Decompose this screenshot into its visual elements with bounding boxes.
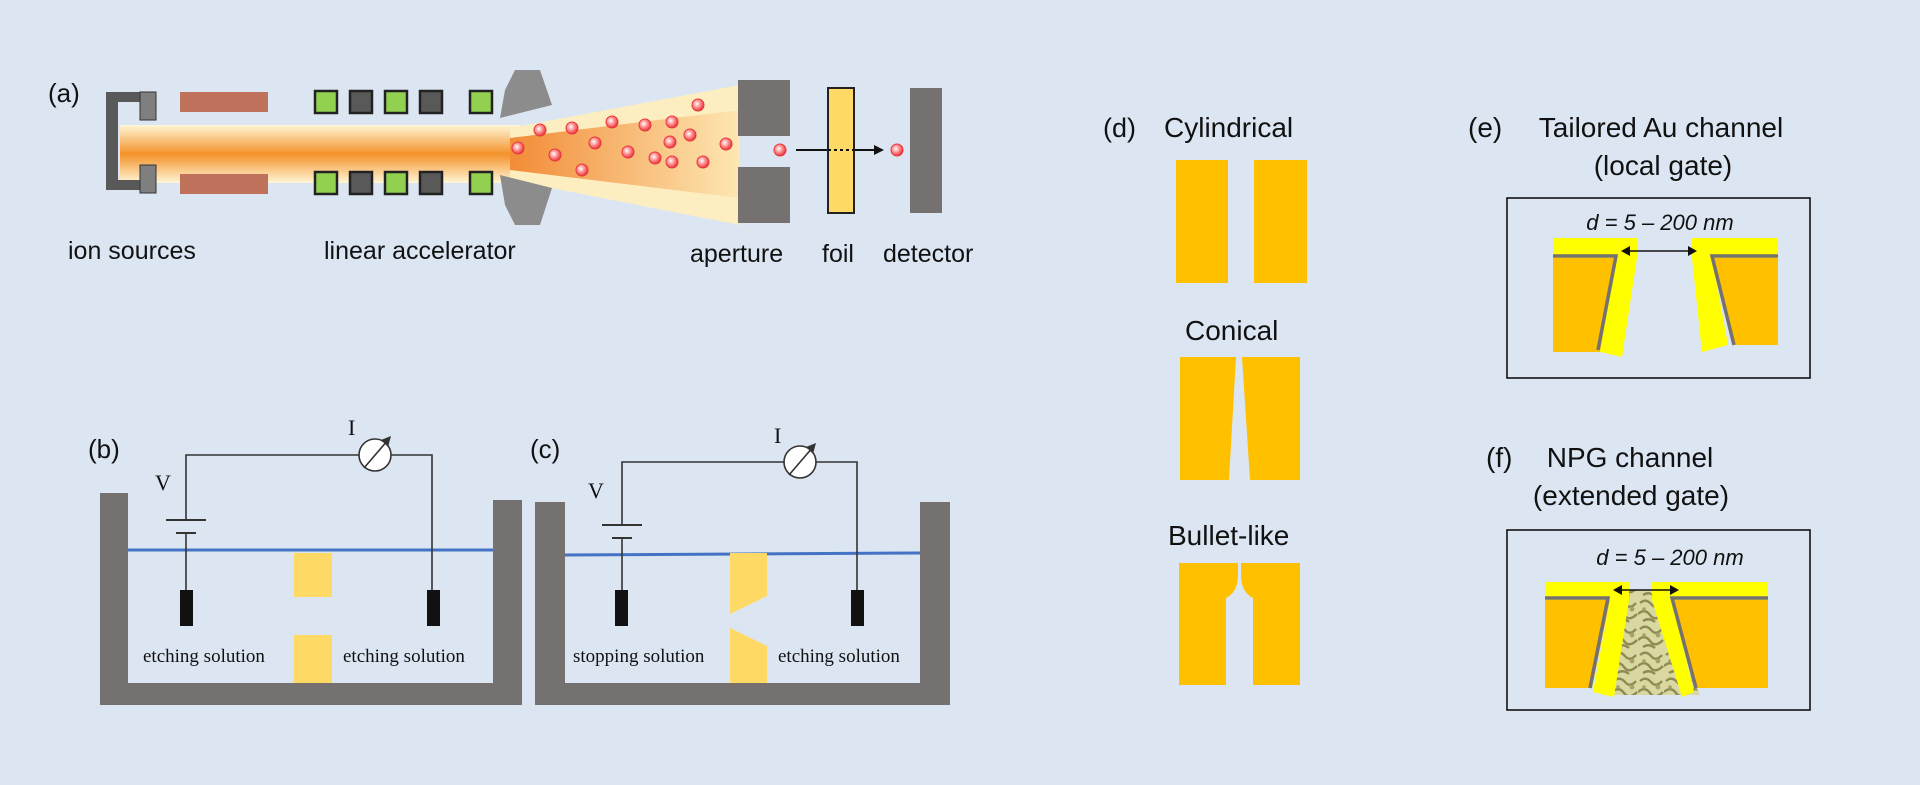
current-label-b: I [348, 415, 355, 440]
transmitted-ion [773, 143, 787, 157]
au-layer-top-left-e [1553, 238, 1637, 258]
detected-ion [890, 143, 904, 157]
conical-pore-right [1242, 357, 1300, 480]
focusing-lens-top [500, 70, 552, 118]
dimension-label-e: d = 5 – 200 nm [1586, 210, 1733, 235]
panel-b: (b) V I etching solution etching solutio… [88, 415, 522, 705]
membrane-bottom-c [730, 628, 767, 683]
panel-e-title-line2: (local gate) [1594, 150, 1733, 181]
copper-coil-top [180, 92, 268, 112]
membrane-bottom-b [294, 635, 332, 683]
cylindrical-pore-right [1254, 160, 1307, 283]
ions [511, 98, 733, 177]
voltage-label-c: V [588, 478, 604, 503]
panel-d: (d) Cylindrical Conical Bullet-like [1103, 112, 1307, 685]
panel-f-title-line2: (extended gate) [1533, 480, 1729, 511]
panel-c-tag: (c) [530, 434, 560, 464]
focusing-lens-bottom [500, 175, 552, 225]
panel-f-title-line1: NPG channel [1547, 442, 1714, 473]
channel-wall-right-e [1710, 258, 1778, 345]
panel-b-tag: (b) [88, 434, 120, 464]
right-solution-label-b: etching solution [343, 646, 465, 667]
au-layer-top-left-f [1545, 582, 1629, 600]
foil-label: foil [822, 240, 854, 268]
aperture-bottom [738, 167, 790, 223]
au-layer-wall-left-e [1600, 258, 1637, 357]
cylindrical-pore-left [1176, 160, 1228, 283]
channel-wall-right-f [1673, 600, 1768, 688]
au-layer-top-right-f [1652, 582, 1768, 600]
electrode-right-c [851, 590, 864, 626]
accelerator-electrodes [313, 89, 494, 196]
detector [910, 88, 942, 213]
conical-pore-left [1180, 357, 1236, 480]
au-layer-wall-left-f [1593, 600, 1629, 697]
electrode-left-b [180, 590, 193, 626]
tank-b [100, 493, 522, 705]
electrode-right-b [427, 590, 440, 626]
bullet-pore-right [1241, 563, 1300, 685]
panel-a: (a) [48, 70, 973, 268]
panel-e: (e) Tailored Au channel (local gate) d =… [1468, 112, 1811, 379]
voltage-label-b: V [155, 470, 171, 495]
arrow-head [874, 145, 884, 155]
left-solution-label-b: etching solution [143, 646, 265, 667]
panel-c: (c) V I stopping solution etching soluti… [530, 423, 950, 705]
bullet-pore-left [1179, 563, 1238, 685]
ion-sources-label: ion sources [68, 237, 196, 265]
circuit-wire-b [185, 454, 363, 520]
panel-a-tag: (a) [48, 78, 80, 108]
membrane-top-b [294, 553, 332, 597]
dimension-label-f: d = 5 – 200 nm [1596, 545, 1743, 570]
aperture-top [738, 80, 790, 136]
current-label-c: I [774, 423, 781, 448]
copper-coil-bottom [180, 174, 268, 194]
panel-f-tag: (f) [1486, 442, 1512, 473]
right-solution-label-c: etching solution [778, 646, 900, 667]
membrane-top-c [730, 553, 767, 614]
tank-c [535, 502, 950, 705]
au-layer-wall-right-e [1692, 258, 1728, 352]
panel-e-tag: (e) [1468, 112, 1502, 143]
linear-accelerator-label: linear accelerator [324, 237, 516, 265]
channel-frame-e [1506, 197, 1811, 379]
shape-label-bullet: Bullet-like [1168, 520, 1289, 551]
panel-d-tag: (d) [1103, 113, 1136, 143]
left-solution-label-c: stopping solution [573, 646, 705, 667]
ion-source [106, 91, 157, 194]
channel-frame-f [1506, 529, 1811, 711]
shape-label-cylindrical: Cylindrical [1164, 112, 1293, 143]
circuit-wire-c [621, 461, 788, 525]
au-layer-wall-right-f [1652, 600, 1694, 697]
au-layer-top-right-e [1692, 238, 1778, 258]
panel-e-title-line1: Tailored Au channel [1539, 112, 1783, 143]
aperture-label: aperture [690, 240, 783, 268]
electrode-left-c [615, 590, 628, 626]
panel-f: (f) NPG channel (extended gate) d = 5 – … [1486, 442, 1811, 711]
detector-label: detector [883, 240, 973, 268]
shape-label-conical: Conical [1185, 315, 1278, 346]
